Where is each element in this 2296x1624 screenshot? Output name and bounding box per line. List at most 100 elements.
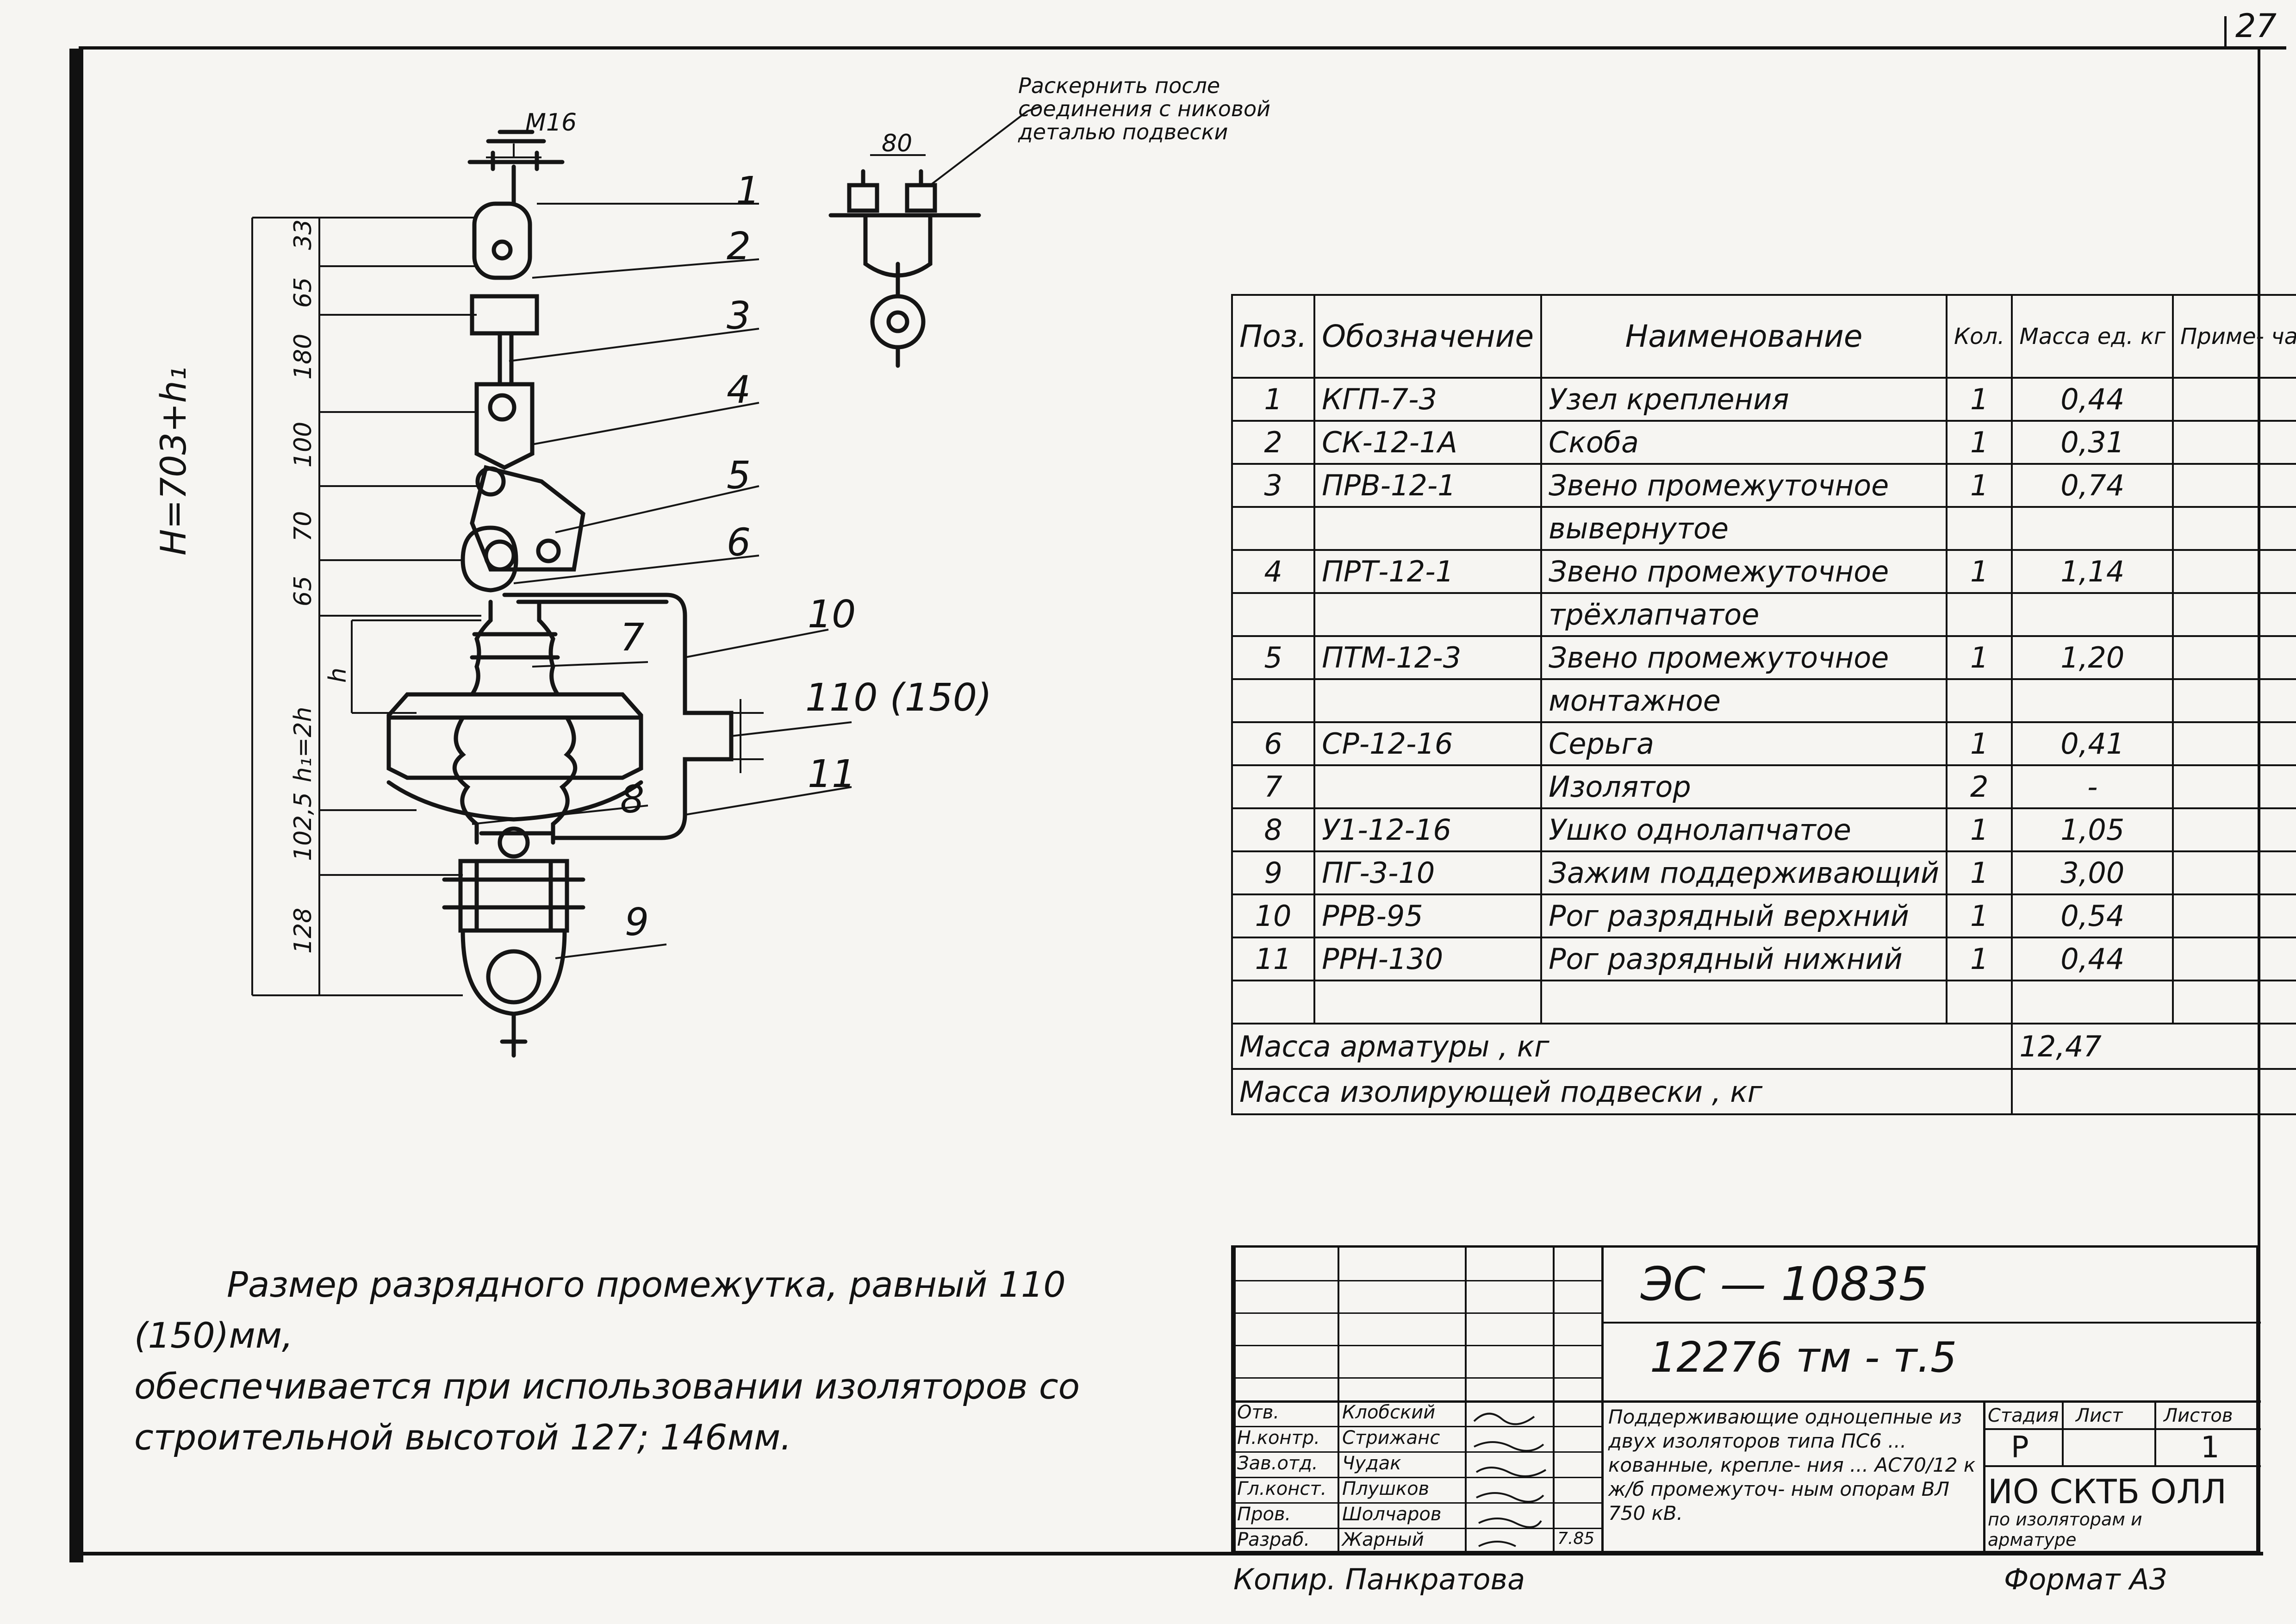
cell-qty: 1 — [1946, 807, 2013, 852]
callout-10: 10 — [808, 593, 856, 637]
cell-designation: КГП-7-3 — [1313, 377, 1543, 422]
cell-note — [2172, 420, 2296, 465]
tb-line — [1233, 1312, 1604, 1314]
cell-qty: 1 — [1946, 721, 2013, 766]
callout-7: 7 — [620, 616, 645, 660]
name-resp: Клобский — [1342, 1402, 1436, 1423]
cell-designation: ПТМ-12-3 — [1313, 635, 1543, 680]
cell-pos: 4 — [1231, 549, 1316, 594]
frame-left — [69, 49, 83, 1562]
cell-name: Узел крепления — [1540, 377, 1948, 422]
cell-note — [2172, 807, 2296, 852]
role-resp: Отв. — [1237, 1402, 1280, 1423]
tb-line — [1233, 1477, 1604, 1478]
cell-mass — [2011, 980, 2174, 1024]
cell-note — [2172, 678, 2296, 723]
note-center-punch: Раскернить после соединения с никовой де… — [1018, 73, 1271, 144]
cell-designation: РРВ-95 — [1313, 893, 1543, 938]
tb-line — [1233, 1400, 2261, 1403]
callout-4: 4 — [727, 368, 751, 412]
date-author: 7.85 — [1557, 1529, 1595, 1548]
table-row — [1231, 980, 2296, 1024]
cell-note — [2172, 937, 2296, 981]
cell-pos: 8 — [1231, 807, 1316, 852]
table-header-row: Поз. Обозначение Наименование Кол. Масса… — [1231, 294, 2296, 379]
callout-3: 3 — [727, 294, 751, 338]
cell-designation: ПРВ-12-1 — [1313, 463, 1543, 508]
cell-qty — [1946, 980, 2013, 1024]
copier-label: Копир. — [1233, 1562, 1336, 1596]
title-block: ЭС — 10835 12276 тм - т.5 Отв. Н.контр. … — [1231, 1245, 2261, 1553]
cell-qty: 1 — [1946, 850, 2013, 895]
cell-qty: 1 — [1946, 463, 2013, 508]
cell-note — [2172, 980, 2296, 1024]
cell-qty: 1 — [1946, 635, 2013, 680]
tb-line — [1604, 1322, 2261, 1324]
cell-qty: 2 — [1946, 764, 2013, 809]
cell-qty: 1 — [1946, 937, 2013, 981]
stage-label: Стадия — [1988, 1405, 2059, 1426]
col-qty: Кол. — [1946, 294, 2013, 379]
tb-line — [1233, 1426, 1604, 1427]
mass-fittings-value: 12,47 — [2011, 1023, 2296, 1070]
cell-pos — [1231, 980, 1316, 1024]
dim-seg-180: 180 — [289, 333, 317, 380]
frame-top — [79, 46, 2286, 50]
copier-name: Панкратова — [1345, 1562, 1525, 1596]
role-chief: Гл.конст. — [1237, 1478, 1327, 1499]
dim-seg-65: 65 — [289, 277, 317, 308]
specification-table: Поз. Обозначение Наименование Кол. Масса… — [1231, 294, 2296, 1115]
dim-h: h — [324, 668, 352, 683]
note-line-3: строительной высотой 127; 146мм. — [134, 1417, 792, 1458]
doc-code: ЭС — 10835 — [1641, 1257, 1929, 1311]
cell-note — [2172, 506, 2296, 551]
role-head: Зав.отд. — [1237, 1453, 1318, 1474]
col-designation: Обозначение — [1313, 294, 1543, 379]
cell-name: Звено промежуточное — [1540, 549, 1948, 594]
role-norm: Н.контр. — [1237, 1427, 1320, 1449]
tb-line — [2154, 1400, 2156, 1465]
callout-8: 8 — [620, 778, 645, 822]
cell-name: Звено промежуточное — [1540, 635, 1948, 680]
role-check: Пров. — [1237, 1504, 1291, 1525]
tb-line — [1233, 1377, 1604, 1379]
dim-seg-33: 33 — [289, 219, 317, 250]
cell-note — [2172, 549, 2296, 594]
sheet-number-bar — [2224, 16, 2227, 46]
cell-mass: - — [2011, 764, 2174, 809]
cell-mass — [2011, 678, 2174, 723]
cell-qty: 1 — [1946, 420, 2013, 465]
mass-fittings-label: Масса арматуры , кг — [1231, 1023, 2013, 1070]
cell-mass: 0,31 — [2011, 420, 2174, 465]
cell-note — [2172, 850, 2296, 895]
cell-note — [2172, 463, 2296, 508]
dim-total-height: H=703+h₁ — [153, 366, 194, 556]
signatures — [1473, 1412, 1547, 1547]
cell-name: Серьга — [1540, 721, 1948, 766]
cell-name: Изолятор — [1540, 764, 1948, 809]
cell-designation: РРН-130 — [1313, 937, 1543, 981]
cell-mass: 0,74 — [2011, 463, 2174, 508]
mass-suspension-value — [2011, 1068, 2296, 1115]
cell-designation — [1313, 592, 1543, 637]
cell-name: вывернутое — [1540, 506, 1948, 551]
tb-line — [1983, 1465, 2261, 1467]
callout-2: 2 — [727, 225, 751, 269]
cell-mass: 0,44 — [2011, 937, 2174, 981]
dim-seg-128: 128 — [289, 907, 317, 954]
cell-pos — [1231, 592, 1316, 637]
dim-seg-100: 100 — [289, 421, 317, 468]
cell-mass: 0,54 — [2011, 893, 2174, 938]
table-row: вывернутое — [1231, 506, 2296, 551]
cell-pos: 2 — [1231, 420, 1316, 465]
cell-pos — [1231, 506, 1316, 551]
dim-h1: h₁=2h — [289, 706, 317, 782]
callout-1: 1 — [736, 169, 760, 213]
cell-designation: СК-12-1А — [1313, 420, 1543, 465]
sheets-label: Листов — [2164, 1405, 2233, 1426]
